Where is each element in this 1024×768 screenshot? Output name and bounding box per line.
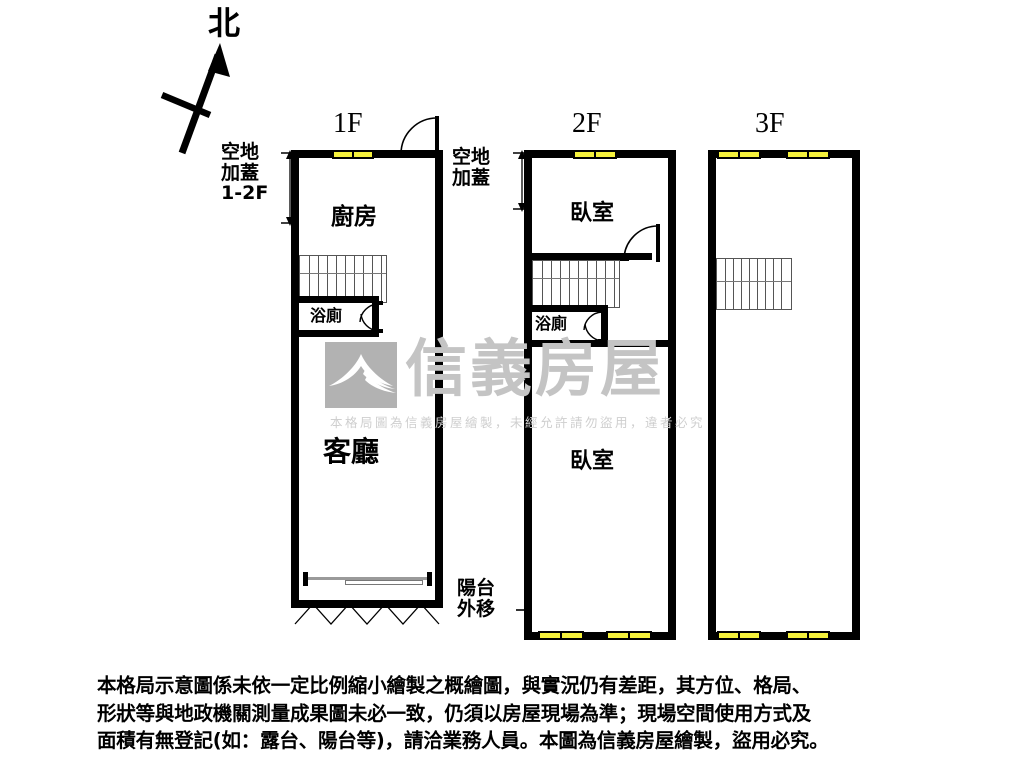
disclaimer-line-3: 面積有無登記(如：露台、陽台等)，請洽業務人員。本圖為信義房屋繪製，盜用必究。 (97, 729, 829, 753)
window-3f-bottom-left (717, 631, 761, 640)
wall-1f-bottom (291, 600, 443, 608)
window-3f-bottom-right (786, 631, 830, 640)
awning-zigzag-icon (294, 603, 440, 625)
wall-2f-bath-top (524, 305, 608, 312)
room-label-bedroom-2f-upper: 臥室 (570, 201, 615, 226)
stairs-1f (299, 255, 387, 303)
annotation-1f-open-space: 空地 加蓋 1-2F (221, 141, 269, 205)
room-label-living: 客廳 (323, 435, 380, 468)
window-3f-top-left (717, 150, 761, 159)
door-2f-bedroom-upper (620, 224, 660, 262)
wall-1f-bath-bottom (291, 330, 379, 337)
stairs-3f (716, 258, 792, 310)
floor-plan-3f (0, 0, 900, 660)
wall-2f-bath-right (601, 305, 608, 343)
window-2f-top (573, 150, 617, 159)
window-1f-top (332, 150, 374, 159)
door-2f-bathroom-upper (583, 309, 607, 331)
wall-1f-right (435, 150, 443, 608)
window-2f-bottom-left (538, 631, 584, 640)
disclaimer-line-2: 形狀等與地政機關測量成果圖未必一致，仍須以房屋現場為準；現場空間使用方式及 (97, 701, 812, 725)
compass-group: 北 (160, 5, 280, 155)
balcony-leader-line (516, 609, 532, 611)
wall-1f-bath-right (372, 296, 379, 330)
garage-door-jamb-left (303, 572, 308, 586)
window-2f-bottom-right (606, 631, 652, 640)
wall-2f-left (524, 150, 532, 640)
window-3f-top-right (786, 150, 830, 159)
floor-title-3f: 3F (755, 108, 785, 139)
wall-3f-left (708, 150, 716, 640)
floor-title-1f: 1F (333, 108, 363, 139)
wall-3f-right (852, 150, 860, 640)
floor-title-2f: 2F (572, 108, 602, 139)
door-1f-entry (397, 116, 439, 156)
room-label-kitchen: 廚房 (331, 204, 377, 230)
north-label: 北 (208, 4, 241, 42)
wall-2f-right (668, 150, 676, 640)
stairs-2f (532, 260, 620, 308)
room-label-bathroom-1f: 浴廁 (310, 306, 343, 325)
garage-door-track (305, 577, 431, 580)
wall-2f-bath-bottom (524, 340, 676, 347)
wall-1f-left (291, 150, 299, 608)
wall-1f-bath-top (291, 296, 379, 303)
north-arrow-icon (160, 43, 230, 155)
garage-door-jamb-right (427, 572, 432, 586)
door-1f-bathroom-upper (359, 301, 383, 323)
annotation-2f-open-space: 空地 加蓋 (452, 146, 491, 189)
door-1f-bathroom-lower (360, 313, 383, 333)
door-2f-bathroom-lower (584, 323, 607, 343)
annotation-balcony-relocated: 陽台 外移 (457, 577, 496, 620)
wall-3f-bottom (708, 632, 860, 640)
floor-plan-2f: 臥室 浴廁 (0, 0, 700, 660)
disclaimer-line-1: 本格局示意圖係未依一定比例縮小繪製之概繪圖，與實況仍有差距，其方位、格局、 (97, 674, 812, 697)
room-label-bedroom-2f-lower: 臥室 (570, 449, 615, 474)
dimension-marker-1f (281, 150, 298, 226)
wall-2f-bottom (524, 632, 676, 640)
floor-plan-1f: 廚房 浴廁 客廳 (0, 0, 470, 660)
room-label-bathroom-2f: 浴廁 (535, 314, 568, 333)
dimension-marker-2f (513, 150, 530, 212)
disclaimer: 本格局示意圖係未依一定比例縮小繪製之概繪圖，與實況仍有差距，其方位、格局、 形狀… (97, 672, 947, 755)
wall-3f-top (708, 150, 860, 158)
garage-door-panel (345, 580, 423, 585)
wall-2f-partition-upper (524, 253, 652, 260)
